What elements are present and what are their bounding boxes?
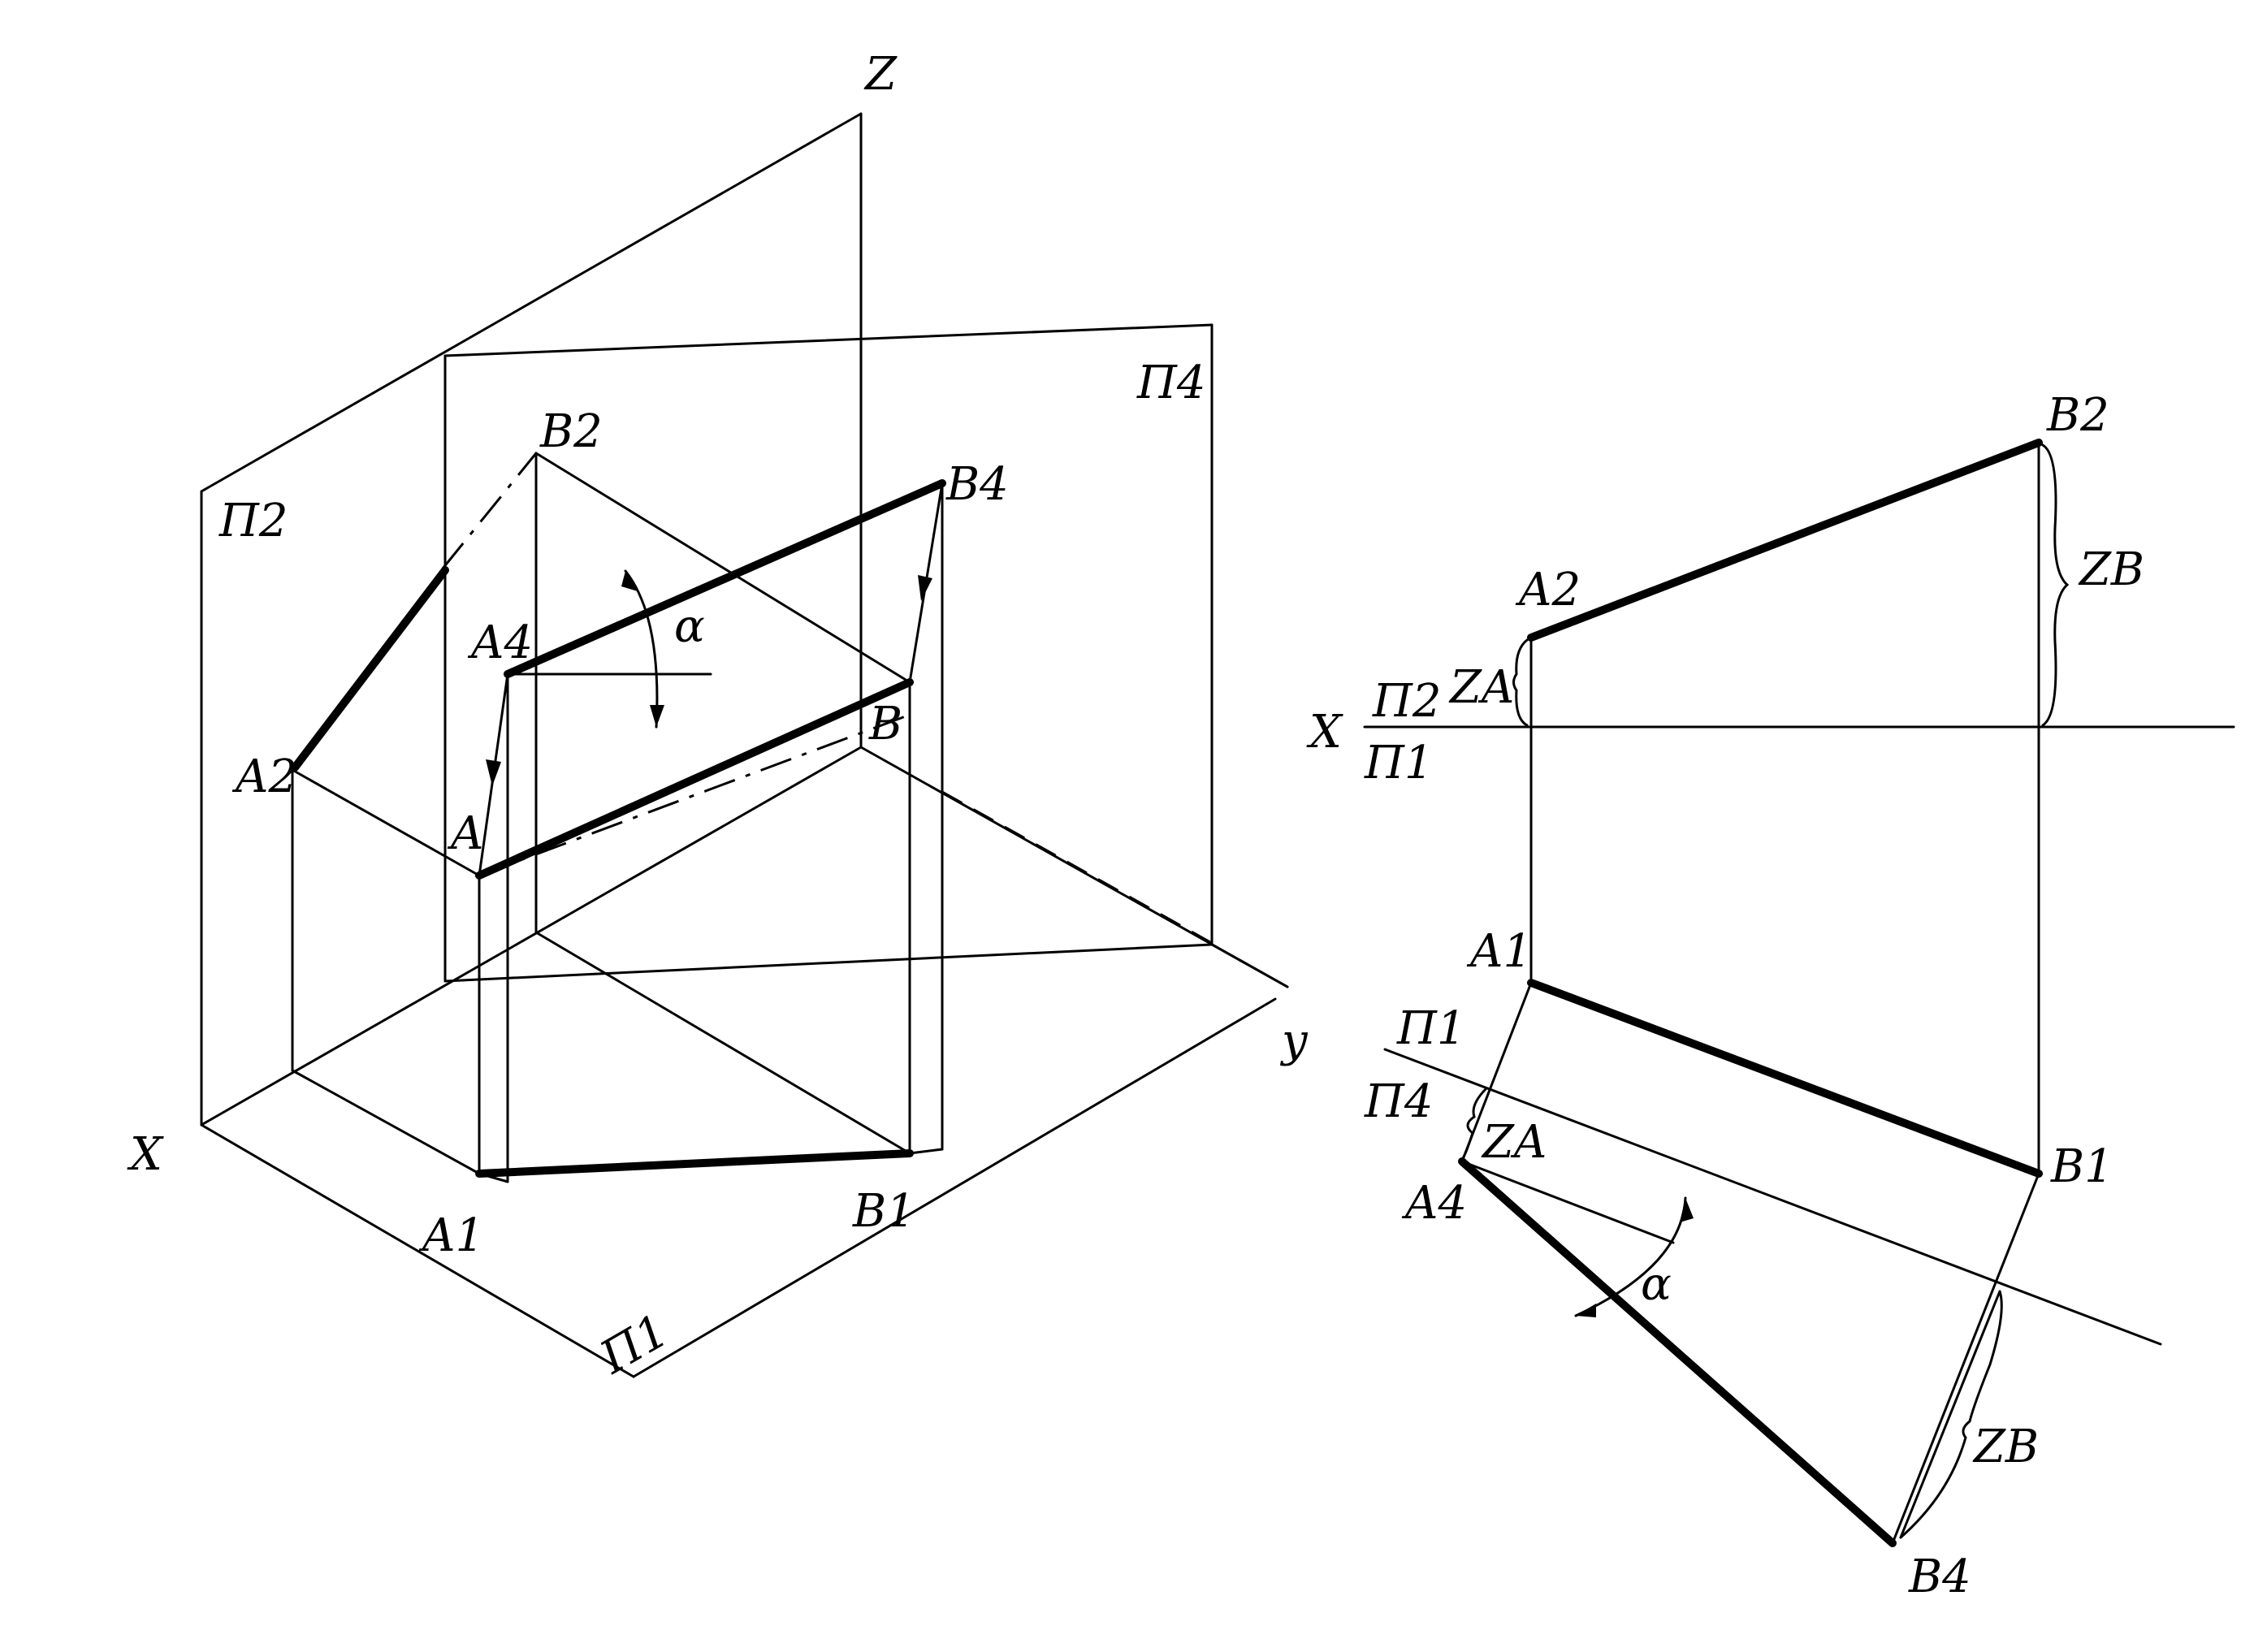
epure-label-a1: A1 [1466,925,1532,978]
epure-frac2-top: П1 [1396,1002,1465,1055]
angle-ref-line [1460,1160,1675,1244]
plane-p4 [443,323,1289,988]
label-point-a4: A4 [467,616,533,669]
epure-label-b4: B4 [1908,1550,1971,1603]
label-axis-x: X [127,1128,164,1181]
link-a1-a4 [1460,981,1533,1163]
epure-dim-za-bottom: ZA [1481,1116,1547,1169]
epure-angle-arrow-top [1680,1198,1694,1222]
epure-dim-za-top: ZA [1448,661,1514,714]
epure-label-angle-alpha: α [1641,1258,1672,1311]
epure-frac2-bottom: П4 [1364,1075,1433,1128]
label-point-b2: B2 [539,405,603,458]
label-point-b1: B1 [852,1185,915,1238]
segment-a2-b2 [291,566,449,772]
offset-b4 [1899,1290,2001,1539]
epure-segment-a1-b1 [1527,979,2043,1178]
label-point-a2: A2 [231,750,297,803]
plane-p2 [200,112,863,1127]
angle-arc [624,569,659,729]
plane-p1 [200,746,1289,1378]
brace-zb-top [2041,443,2070,727]
segment-a-b [475,678,914,880]
b-projector-hidden [941,790,1211,944]
epure-label-b2: B2 [2046,389,2109,442]
epure-label-b1: B1 [2050,1140,2113,1193]
label-angle-alpha: α [674,600,705,653]
epure-dim-zb-bottom: ZB [1972,1421,2039,1473]
angle-arc-arrow-top [621,571,638,591]
label-point-a1: A1 [418,1209,484,1262]
epure-label-a4: A4 [1401,1177,1467,1230]
brace-za-top [1512,638,1529,727]
epure-axis-p1-p4 [1383,1048,2162,1346]
pictorial-view: Z X y П2 П4 П1 A B A1 B1 A2 B2 A4 B4 α [127,48,1309,1385]
epure-label-a2: A2 [1515,564,1581,616]
epure-frac-p2: П2 [1372,675,1441,728]
label-axis-z: Z [863,48,898,101]
brace-zb-bottom [1899,1290,2003,1539]
brace-za-bottom [1460,1087,1488,1161]
label-plane-p4: П4 [1136,357,1205,409]
angle-arc-arrow-bottom [650,705,664,727]
label-plane-p2: П2 [218,495,288,547]
segment-a1-b1 [475,1149,914,1178]
label-point-b4: B4 [945,458,1009,511]
epure-segment-a2-b2 [1527,439,2043,642]
arrow-b-to-b4 [918,575,932,601]
label-point-b: B [868,698,902,750]
epure-dim-zb-top: ZB [2078,543,2144,596]
epure-segment-a4-b4 [1458,1157,1897,1547]
epure-frac-p1: П1 [1364,737,1433,789]
epure-angle-arrow-bottom [1576,1304,1596,1317]
label-plane-p1: П1 [591,1304,678,1385]
label-point-a: A [447,807,483,860]
epure-label-axis-x: X [1306,706,1343,759]
epure-view: X П2 П1 П1 П4 A2 B2 A1 B1 A4 B4 ZA ZB ZA… [1306,389,2235,1603]
a-b-hidden-floor [478,713,911,877]
segment-a4-b4 [504,479,946,678]
arrow-a-to-a4 [486,759,501,786]
label-axis-y: y [1279,1014,1309,1067]
a4-a2-hidden [441,452,538,569]
link-b1-b4 [1891,1172,2040,1545]
